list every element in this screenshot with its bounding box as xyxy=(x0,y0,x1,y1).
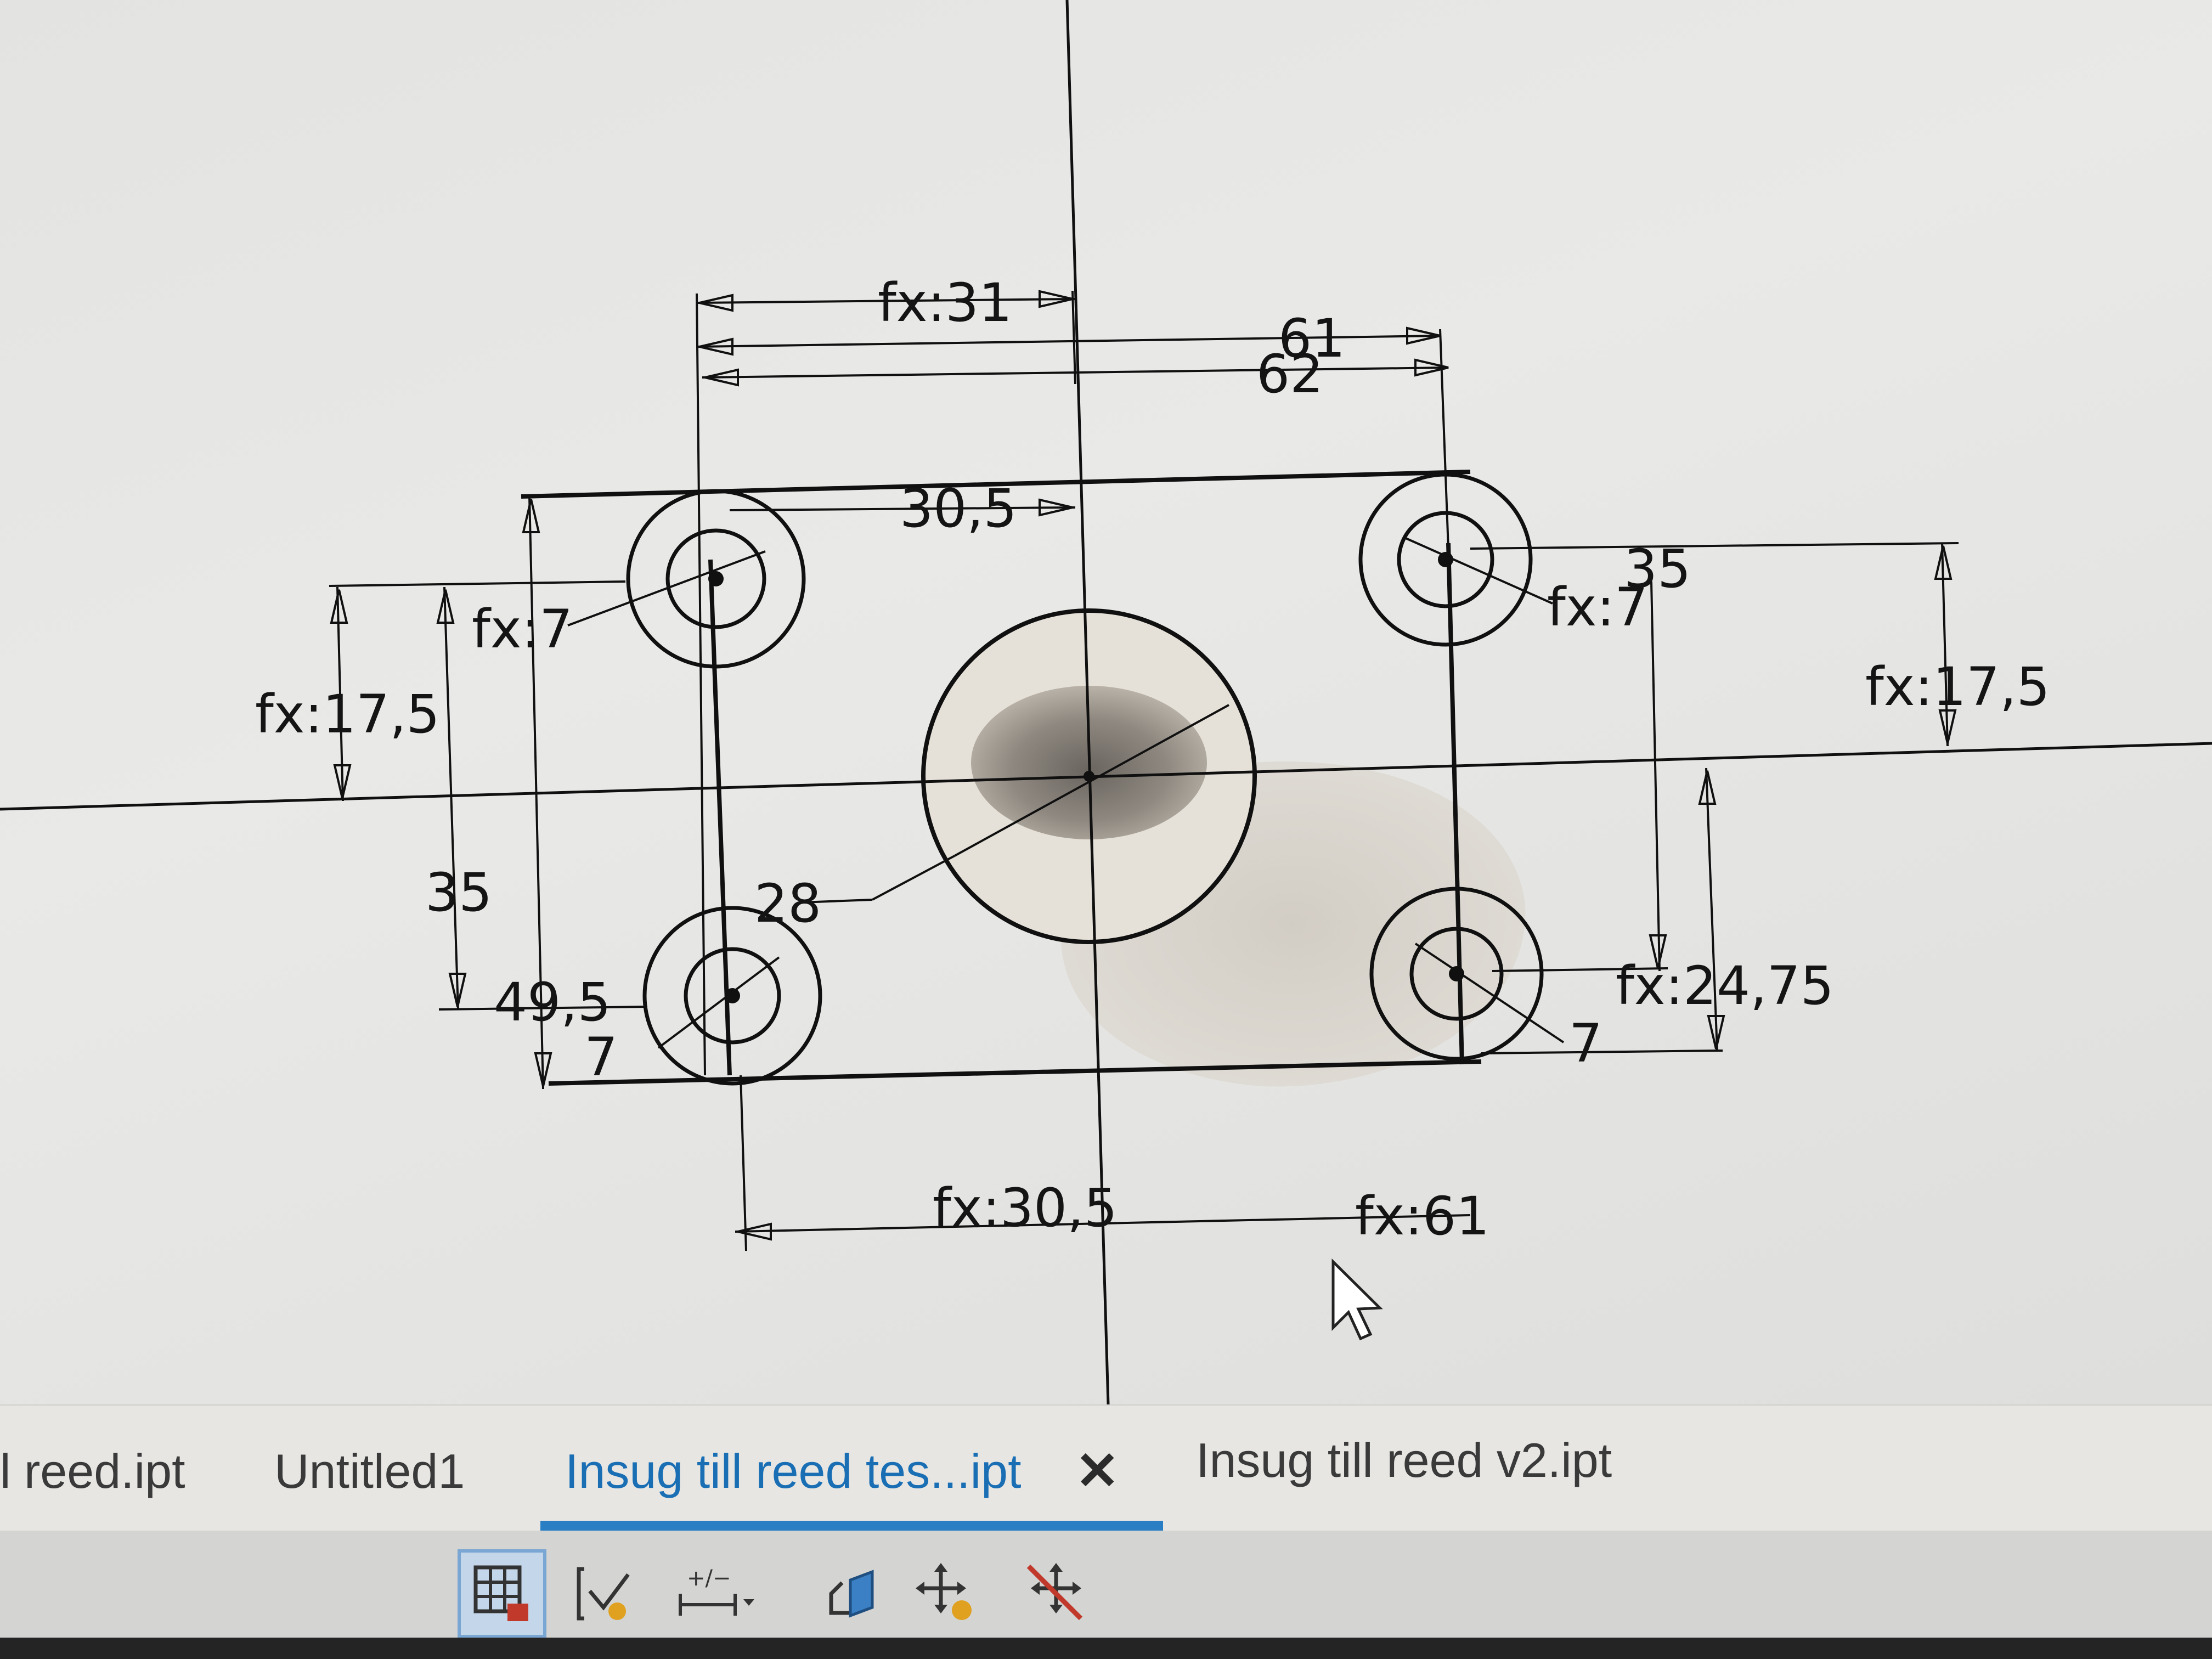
dim-30-5[interactable]: 30,5 xyxy=(900,478,1017,539)
dim-fx7-right[interactable]: fx:7 xyxy=(1547,577,1648,638)
sketch-drawing: fx:31 61 62 30,5 fx:7 fx:7 35 fx:17,5 fx… xyxy=(0,0,2212,1404)
svg-text:+/−: +/− xyxy=(687,1566,731,1591)
project-geometry-icon[interactable] xyxy=(812,1553,894,1635)
constraint-icon[interactable] xyxy=(565,1553,647,1635)
dim-49-5[interactable]: 49,5 xyxy=(494,972,611,1033)
dim-28[interactable]: 28 xyxy=(754,873,821,934)
dim-61[interactable]: 61 xyxy=(1278,308,1345,369)
dim-35-right[interactable]: 35 xyxy=(1624,538,1691,600)
dim-fx24-75[interactable]: fx:24,75 xyxy=(1616,955,1834,1017)
document-tab-bar: l reed.ipt Untitled1 Insug till reed tes… xyxy=(0,1404,2212,1532)
dim-fx30-5-bottom[interactable]: fx:30,5 xyxy=(933,1177,1118,1239)
dim-fx61-bottom[interactable]: fx:61 xyxy=(1355,1186,1489,1247)
relax-icon[interactable] xyxy=(1015,1553,1097,1635)
close-tab-icon[interactable]: ✕ xyxy=(1075,1442,1120,1500)
dimension-arrows xyxy=(330,290,1957,1241)
dim-fx17-5-right[interactable]: fx:17,5 xyxy=(1865,656,2050,718)
sketch-canvas[interactable]: fx:31 61 62 30,5 fx:7 fx:7 35 fx:17,5 fx… xyxy=(0,0,2212,1404)
dim-7-right[interactable]: 7 xyxy=(1569,1013,1602,1074)
tab-untitled1[interactable]: Untitled1 xyxy=(274,1444,465,1498)
dimension-labels[interactable]: fx:31 61 62 30,5 fx:7 fx:7 35 fx:17,5 fx… xyxy=(255,272,2050,1247)
dim-fx17-5-left[interactable]: fx:17,5 xyxy=(255,684,440,745)
dimension-lines xyxy=(329,290,1959,1251)
bolt-holes xyxy=(626,472,1544,1086)
dim-fx7-left[interactable]: fx:7 xyxy=(472,599,573,660)
hole-diameter-leaders xyxy=(567,537,1565,1049)
taskbar-edge xyxy=(0,1638,2212,1659)
dim-62[interactable]: 62 xyxy=(1256,343,1323,405)
grid-snap-icon[interactable] xyxy=(458,1549,546,1638)
tab-insug-till-reed-tes[interactable]: Insug till reed tes...ipt xyxy=(565,1444,1022,1498)
mouse-cursor-icon xyxy=(1331,1259,1383,1341)
active-tab-indicator xyxy=(540,1521,1163,1531)
dim-fx31[interactable]: fx:31 xyxy=(878,272,1012,334)
bore-circle xyxy=(921,608,1257,944)
dim-7-left[interactable]: 7 xyxy=(584,1026,618,1088)
dim-35-left[interactable]: 35 xyxy=(425,862,492,923)
hole-centers xyxy=(708,552,1464,1003)
tab-insug-till-reed-v2[interactable]: Insug till reed v2.ipt xyxy=(1196,1433,1612,1487)
move-icon[interactable] xyxy=(905,1553,988,1635)
dimension-icon[interactable]: +/− xyxy=(675,1553,757,1635)
tab-reed-ipt[interactable]: l reed.ipt xyxy=(0,1444,185,1498)
construction-lines xyxy=(0,0,2212,1404)
